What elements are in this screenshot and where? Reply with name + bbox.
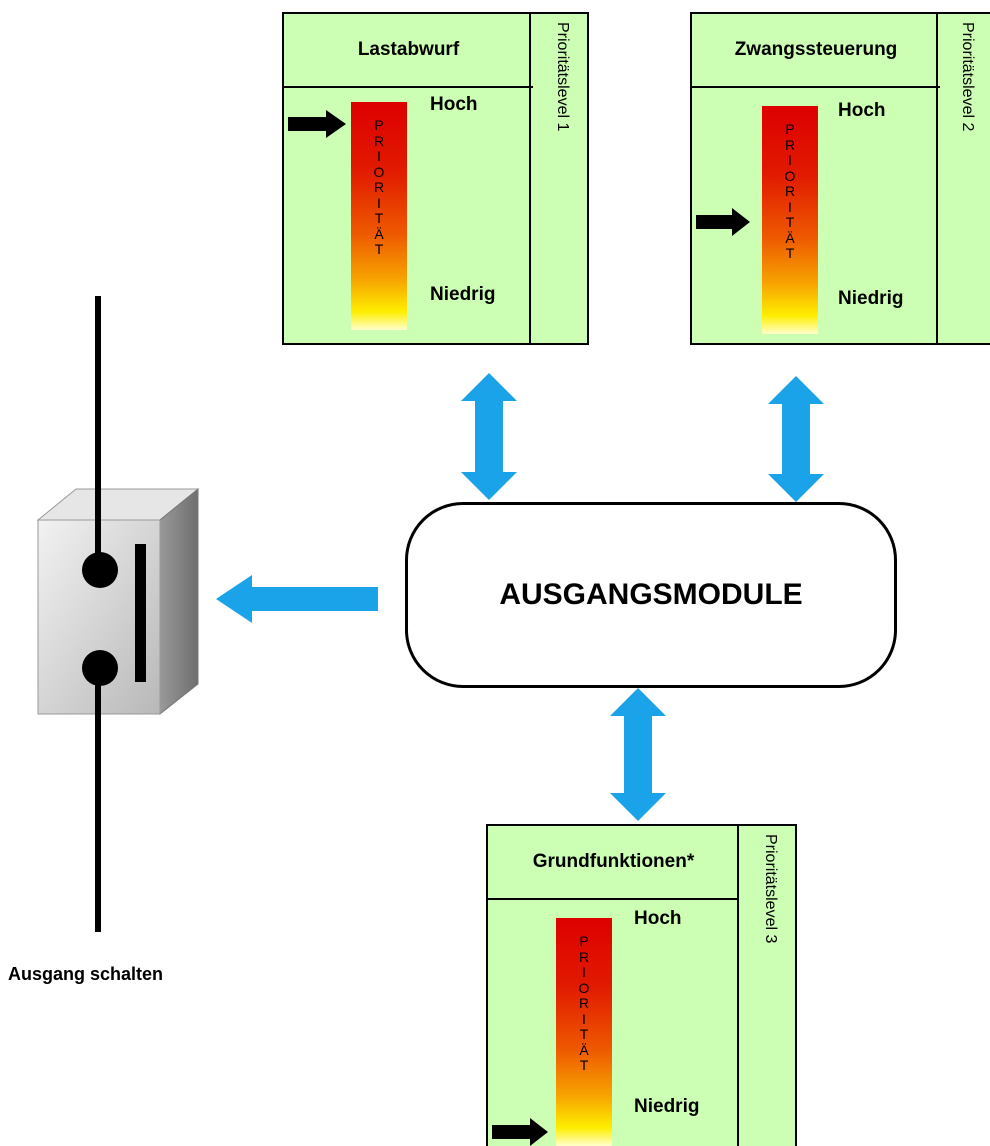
priority-level-column: Prioritätslevel 2 (936, 14, 990, 343)
priority-pointer-arrow-icon (696, 208, 750, 236)
priority-box-zwangssteuerung: Zwangssteuerung Prioritätslevel 2 P R I … (690, 12, 990, 345)
bar-letters: P R I O R I T Ä T (556, 933, 612, 1074)
priority-gradient-bar: P R I O R I T Ä T (556, 918, 612, 1146)
output-module-box: AUSGANGSMODULE (405, 502, 897, 688)
priority-pointer-arrow-icon (288, 110, 346, 138)
bar-letter: I (582, 1010, 586, 1027)
bar-letter: O (784, 167, 796, 184)
bar-letter: I (377, 194, 381, 211)
bar-letter: P (374, 117, 384, 133)
high-label: Hoch (634, 908, 682, 929)
bar-letter: I (788, 198, 792, 215)
bar-letter: Ä (579, 1041, 589, 1058)
output-arrow-icon (216, 575, 378, 623)
bar-letter: O (578, 979, 590, 996)
bar-letters: P R I O R I T Ä T (762, 121, 818, 262)
priority-gradient-bar: P R I O R I T Ä T (351, 102, 407, 330)
low-label: Niedrig (634, 1096, 700, 1117)
double-arrow-icon (461, 373, 517, 500)
bar-letter: I (788, 152, 792, 168)
priority-level-column: Prioritätslevel 3 (737, 826, 795, 1146)
bar-letters: P R I O R I T Ä T (351, 117, 407, 258)
bar-letter: T (374, 210, 384, 226)
bar-letter: O (373, 163, 385, 180)
output-switch-caption: Ausgang schalten (8, 964, 164, 984)
low-label: Niedrig (838, 288, 904, 309)
priority-box-grundfunktionen: Grundfunktionen* Prioritätslevel 3 P R I… (486, 824, 797, 1146)
bar-letter: R (373, 179, 385, 195)
box-title: Zwangssteuerung (692, 14, 940, 88)
bar-letter: R (578, 995, 590, 1011)
high-label: Hoch (838, 100, 886, 121)
switch-device-icon (36, 296, 200, 932)
bar-letter: R (784, 183, 796, 199)
bar-letter: T (785, 214, 795, 230)
low-label: Niedrig (430, 284, 496, 305)
high-label: Hoch (430, 94, 478, 115)
bar-letter: P (579, 933, 589, 949)
priority-box-lastabwurf: Lastabwurf Prioritätslevel 1 P R I O R I… (282, 12, 589, 345)
bar-letter: Ä (374, 225, 384, 242)
box-title: Lastabwurf (284, 14, 533, 88)
priority-level-label: Prioritätslevel 1 (554, 22, 571, 132)
priority-pointer-arrow-icon (492, 1118, 548, 1146)
double-arrow-icon (610, 688, 666, 821)
bar-letter: R (784, 136, 796, 153)
bar-letter: I (582, 964, 586, 980)
priority-level-label: Prioritätslevel 2 (959, 22, 976, 132)
bar-letter: T (579, 1026, 589, 1042)
bar-letter: Ä (785, 229, 795, 246)
bar-letter: R (578, 948, 590, 965)
bar-letter: T (374, 241, 384, 257)
bar-letter: T (579, 1057, 589, 1073)
double-arrow-icon (768, 376, 824, 502)
priority-gradient-bar: P R I O R I T Ä T (762, 106, 818, 334)
bar-letter: P (785, 121, 795, 137)
priority-level-label: Prioritätslevel 3 (762, 834, 779, 944)
bar-letter: I (377, 148, 381, 164)
box-title: Grundfunktionen* (488, 826, 739, 900)
bar-letter: T (785, 245, 795, 261)
bar-letter: R (373, 132, 385, 149)
priority-level-column: Prioritätslevel 1 (529, 14, 587, 343)
